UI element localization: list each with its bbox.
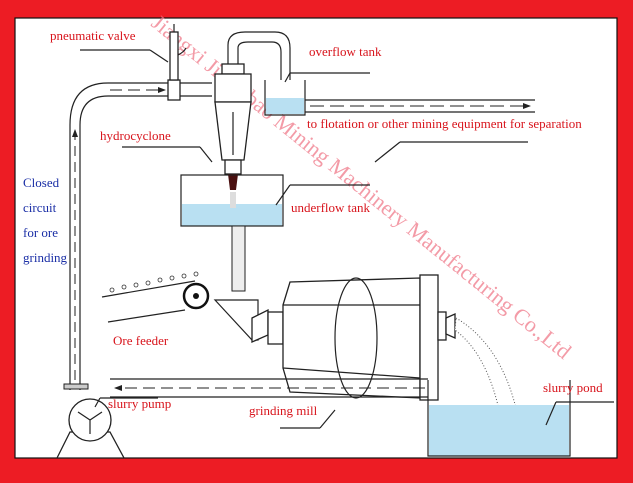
flotation-pipe [305,99,535,163]
overflow-pipe [227,31,291,80]
pneumatic-valve [80,24,187,101]
label-closed-circuit-3: for ore [23,225,58,240]
label-overflow-tank: overflow tank [309,44,382,59]
label-underflow-tank: underflow tank [291,200,371,215]
slurry-pond [427,380,614,457]
underflow-tank [180,174,370,292]
ore-feeder [101,271,259,341]
label-grinding-mill: grinding mill [249,403,318,418]
grinding-mill [251,274,456,429]
overflow-tank [264,72,370,116]
label-hydrocyclone: hydrocyclone [100,128,171,143]
riser-pipe [63,82,212,390]
hydrocyclone [122,63,252,190]
label-slurry-pump: slurry pump [108,396,171,411]
return-pipe [110,378,428,398]
label-slurry-pond: slurry pond [543,380,603,395]
label-ore-feeder: Ore feeder [113,333,169,348]
label-to-flotation: to flotation or other mining equipment f… [307,116,582,131]
label-pneumatic-valve: pneumatic valve [50,28,136,43]
label-closed-circuit-2: circuit [23,200,57,215]
slurry-pump [55,397,158,459]
label-closed-circuit-4: grinding [23,250,68,265]
label-closed-circuit-1: Closed [23,175,60,190]
